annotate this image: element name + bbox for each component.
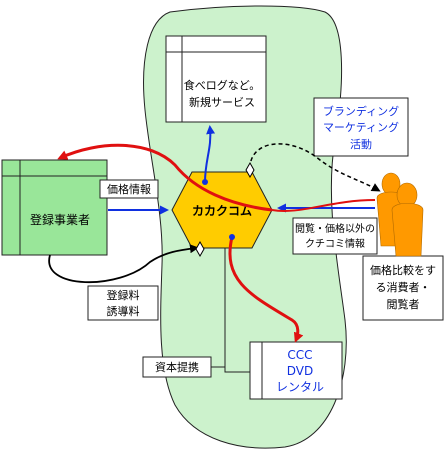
registered-business-label: 登録事業者 (30, 212, 90, 227)
registered-business-box: 登録事業者 (1, 159, 108, 256)
price-info-box: 価格情報 (99, 179, 159, 199)
fee-arrow-end-diamond (195, 240, 205, 258)
ccc-box: CCC DVD レンタル (249, 341, 343, 400)
kakaku-com-label: カカクコム (192, 204, 252, 218)
hexagon-to-ccc-arrow (228, 236, 304, 343)
consumers-label-line3: 閲覧者 (387, 297, 420, 311)
fees-box: 登録料 誘導料 (87, 285, 159, 321)
new-service-box: 食べログなど。 新規サービス (165, 35, 267, 123)
reviews-label-line2: クチコミ情報 (305, 237, 365, 250)
fees-label-line1: 登録料 (107, 288, 140, 302)
branding-box: ブランディング マーケティング 活動 (313, 97, 409, 157)
capital-alliance-box: 資本提携 (142, 356, 212, 378)
kakaku-com-hexagon: カカクコム (171, 171, 273, 249)
branding-label-line3: 活動 (350, 137, 372, 151)
new-service-label-line2: 新規サービス (189, 95, 255, 109)
reviews-info-box: 閲覧・価格以外の クチコミ情報 (292, 217, 378, 255)
reviews-label-line1: 閲覧・価格以外の (295, 222, 375, 235)
fees-label-line2: 誘導料 (107, 304, 140, 318)
consumers-box: 価格比較をす る消費者・ 閲覧者 (362, 255, 444, 321)
consumer-people-icon (376, 172, 424, 257)
ccc-label-line2: DVD (287, 364, 313, 378)
ccc-label-line1: CCC (287, 348, 312, 362)
branding-dashed-arrow (249, 143, 381, 192)
ccc-arrow-dot (229, 234, 235, 240)
consumers-label-line2: る消費者・ (376, 280, 431, 294)
price-info-label: 価格情報 (107, 182, 151, 196)
consumers-label-line1: 価格比較をす (370, 263, 436, 277)
branding-label-line1: ブランディング (323, 104, 399, 118)
capital-connector-line (211, 366, 250, 373)
dashed-arrow-origin-diamond (245, 161, 255, 179)
branding-to-consumer-line (271, 199, 376, 212)
capital-alliance-label: 資本提携 (155, 360, 199, 374)
new-service-label-line1: 食べログなど。 (184, 78, 260, 92)
branding-label-line2: マーケティング (323, 120, 399, 134)
hexagon-to-registered-arrow (57, 143, 273, 212)
hexagon-to-new-service-arrow (204, 125, 216, 183)
ccc-label-line3: レンタル (276, 380, 324, 394)
registered-to-hexagon-fee-arrow (48, 244, 199, 284)
new-service-arrow-dot (202, 179, 208, 185)
